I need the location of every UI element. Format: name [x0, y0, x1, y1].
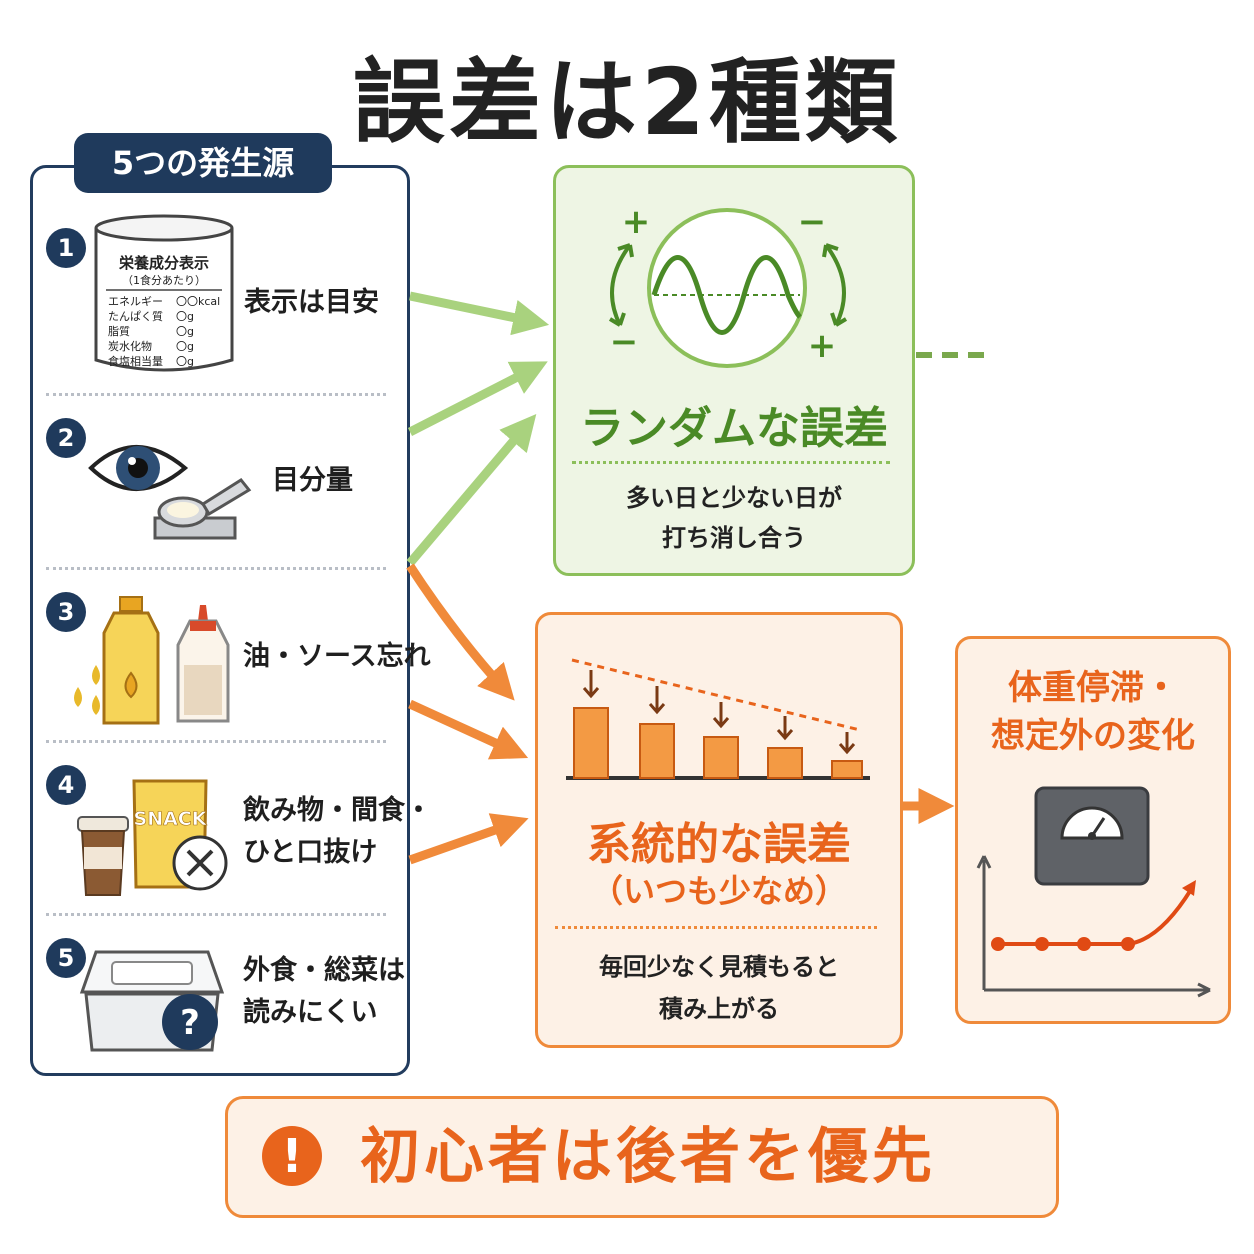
- nutrition-title: 栄養成分表示: [118, 254, 209, 272]
- arrow-4-to-systematic: [408, 699, 529, 760]
- source-label-1: 表示は目安: [244, 287, 379, 318]
- nutrition-row-name: 食塩相当量: [108, 354, 163, 368]
- arrow-5-to-systematic: [408, 813, 529, 865]
- systematic-desc-line-1: 毎回少なく見積もると: [599, 953, 839, 981]
- conclusion-text: 初心者は後者を優先: [360, 1122, 936, 1192]
- random-error-title: ランダムな誤差: [580, 403, 888, 454]
- systematic-error-title: 系統的な誤差: [587, 819, 851, 870]
- svg-text:?: ?: [180, 1003, 200, 1043]
- page-title: 誤差は2種類: [352, 49, 901, 156]
- minus-sign: −: [798, 205, 827, 242]
- arrow-2-to-random: [407, 361, 548, 437]
- result-title: 体重停滞・ 想定外の変化: [955, 664, 1231, 760]
- source-label-5-line-1: 外食・総菜は: [243, 955, 405, 986]
- nutrition-row-name: エネルギー: [108, 295, 163, 308]
- systematic-error-description: 毎回少なく見積もると 積み上がる: [535, 946, 903, 1030]
- result-title-line-1: 体重停滞・: [1008, 668, 1178, 708]
- arrow-1-to-random: [409, 291, 550, 336]
- nutrition-row-name: 脂質: [108, 324, 130, 338]
- arrow-3-to-systematic: [406, 563, 515, 701]
- oil-sauce-bottle-icon: [74, 596, 230, 725]
- separator: [46, 913, 386, 916]
- separator: [46, 393, 386, 396]
- source-number-3: 3: [46, 592, 86, 632]
- separator: [46, 567, 386, 570]
- arrow-3-to-random: [406, 414, 537, 566]
- nutrition-row-value: 〇g: [176, 355, 194, 368]
- takeout-container-icon: ?: [79, 950, 225, 1052]
- source-label-5-line-2: 読みにくい: [243, 997, 378, 1028]
- nutrition-row-value: 〇g: [176, 310, 194, 323]
- nutrition-row-value: 〇〇kcal: [176, 295, 220, 308]
- decreasing-bars-icon: [566, 658, 870, 780]
- random-desc-line-2: 打ち消し合う: [662, 524, 806, 552]
- conclusion-box: [225, 1096, 1059, 1218]
- systematic-desc-line-2: 積み上がる: [659, 995, 779, 1023]
- systematic-error-box: [535, 612, 903, 1048]
- random-wave-icon: + − − +: [608, 205, 848, 368]
- source-number-2: 2: [46, 418, 86, 458]
- source-number-5: 5: [46, 938, 86, 978]
- nutrition-row-name: たんぱく質: [108, 309, 163, 323]
- plus-sign: +: [622, 205, 651, 242]
- separator: [46, 740, 386, 743]
- systematic-divider: [555, 926, 877, 929]
- source-label-2: 目分量: [272, 465, 353, 496]
- systematic-error-subtitle: （いつも少なめ）: [590, 872, 847, 910]
- random-desc-line-1: 多い日と少ない日が: [626, 484, 842, 512]
- source-label-4-line-1: 飲み物・間食・: [243, 795, 432, 826]
- source-number-1: 1: [46, 228, 86, 268]
- source-number-4: 4: [46, 765, 86, 805]
- nutrition-label-icon: 栄養成分表示 （1食分あたり） エネルギー 〇〇kcal たんぱく質 〇g 脂質…: [94, 214, 234, 372]
- source-label-4-line-2: ひと口抜け: [243, 837, 378, 868]
- nutrition-row-name: 炭水化物: [108, 339, 152, 353]
- random-divider: [572, 461, 890, 464]
- nutrition-row-value: 〇g: [176, 340, 194, 353]
- exclamation-icon: !: [262, 1126, 322, 1186]
- sources-header: 5つの発生源: [74, 133, 332, 193]
- eye-measuring-spoon-icon: [88, 445, 252, 540]
- result-title-line-2: 想定外の変化: [991, 716, 1195, 756]
- random-error-description: 多い日と少ない日が 打ち消し合う: [553, 478, 915, 558]
- source-label-3: 油・ソース忘れ: [243, 641, 431, 672]
- nutrition-row-value: 〇g: [176, 325, 194, 338]
- drink-snack-icon: SNACK: [77, 779, 228, 896]
- nutrition-subtitle: （1食分あたり）: [122, 273, 206, 287]
- plus-sign: +: [808, 326, 837, 366]
- scale-weight-graph-icon: [976, 786, 1211, 998]
- snack-text: SNACK: [134, 808, 208, 830]
- minus-sign: −: [610, 322, 639, 362]
